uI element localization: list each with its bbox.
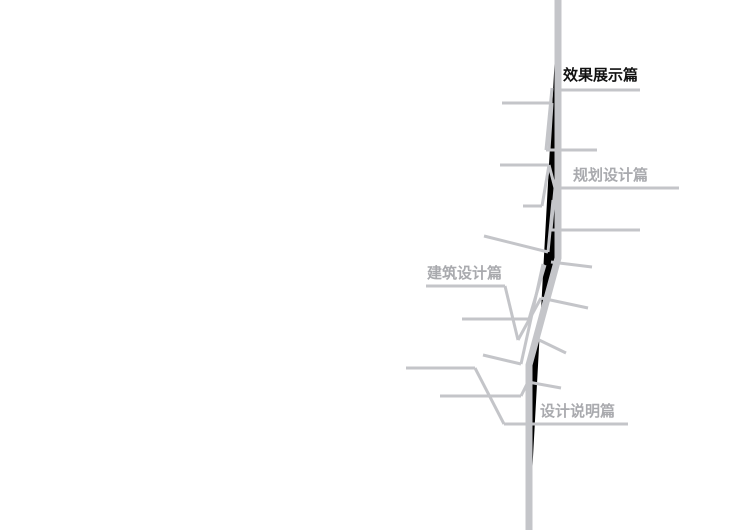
- section-link-effect-display[interactable]: 效果展示篇: [563, 66, 639, 84]
- branch-line-22: [482, 353, 522, 366]
- section-link-architecture-design[interactable]: 建筑设计篇: [427, 264, 503, 282]
- branch-line-2: [547, 102, 554, 151]
- branch-line-6: [547, 164, 557, 189]
- branch-line-9: [540, 164, 551, 207]
- branch-line-21: [534, 336, 567, 355]
- branch-line-28: [519, 381, 530, 397]
- section-link-planning-design[interactable]: 规划设计篇: [573, 166, 649, 184]
- branch-line-29: [527, 380, 562, 390]
- branch-line-3: [544, 87, 554, 151]
- section-link-design-description[interactable]: 设计说明篇: [540, 402, 616, 420]
- branch-line-13: [546, 199, 555, 253]
- branch-line-16: [503, 285, 520, 341]
- branch-line-23: [519, 263, 545, 365]
- branch-line-12: [483, 234, 549, 254]
- branch-line-14: [550, 260, 593, 269]
- branch-lines: [406, 87, 679, 426]
- branch-line-18: [540, 296, 589, 310]
